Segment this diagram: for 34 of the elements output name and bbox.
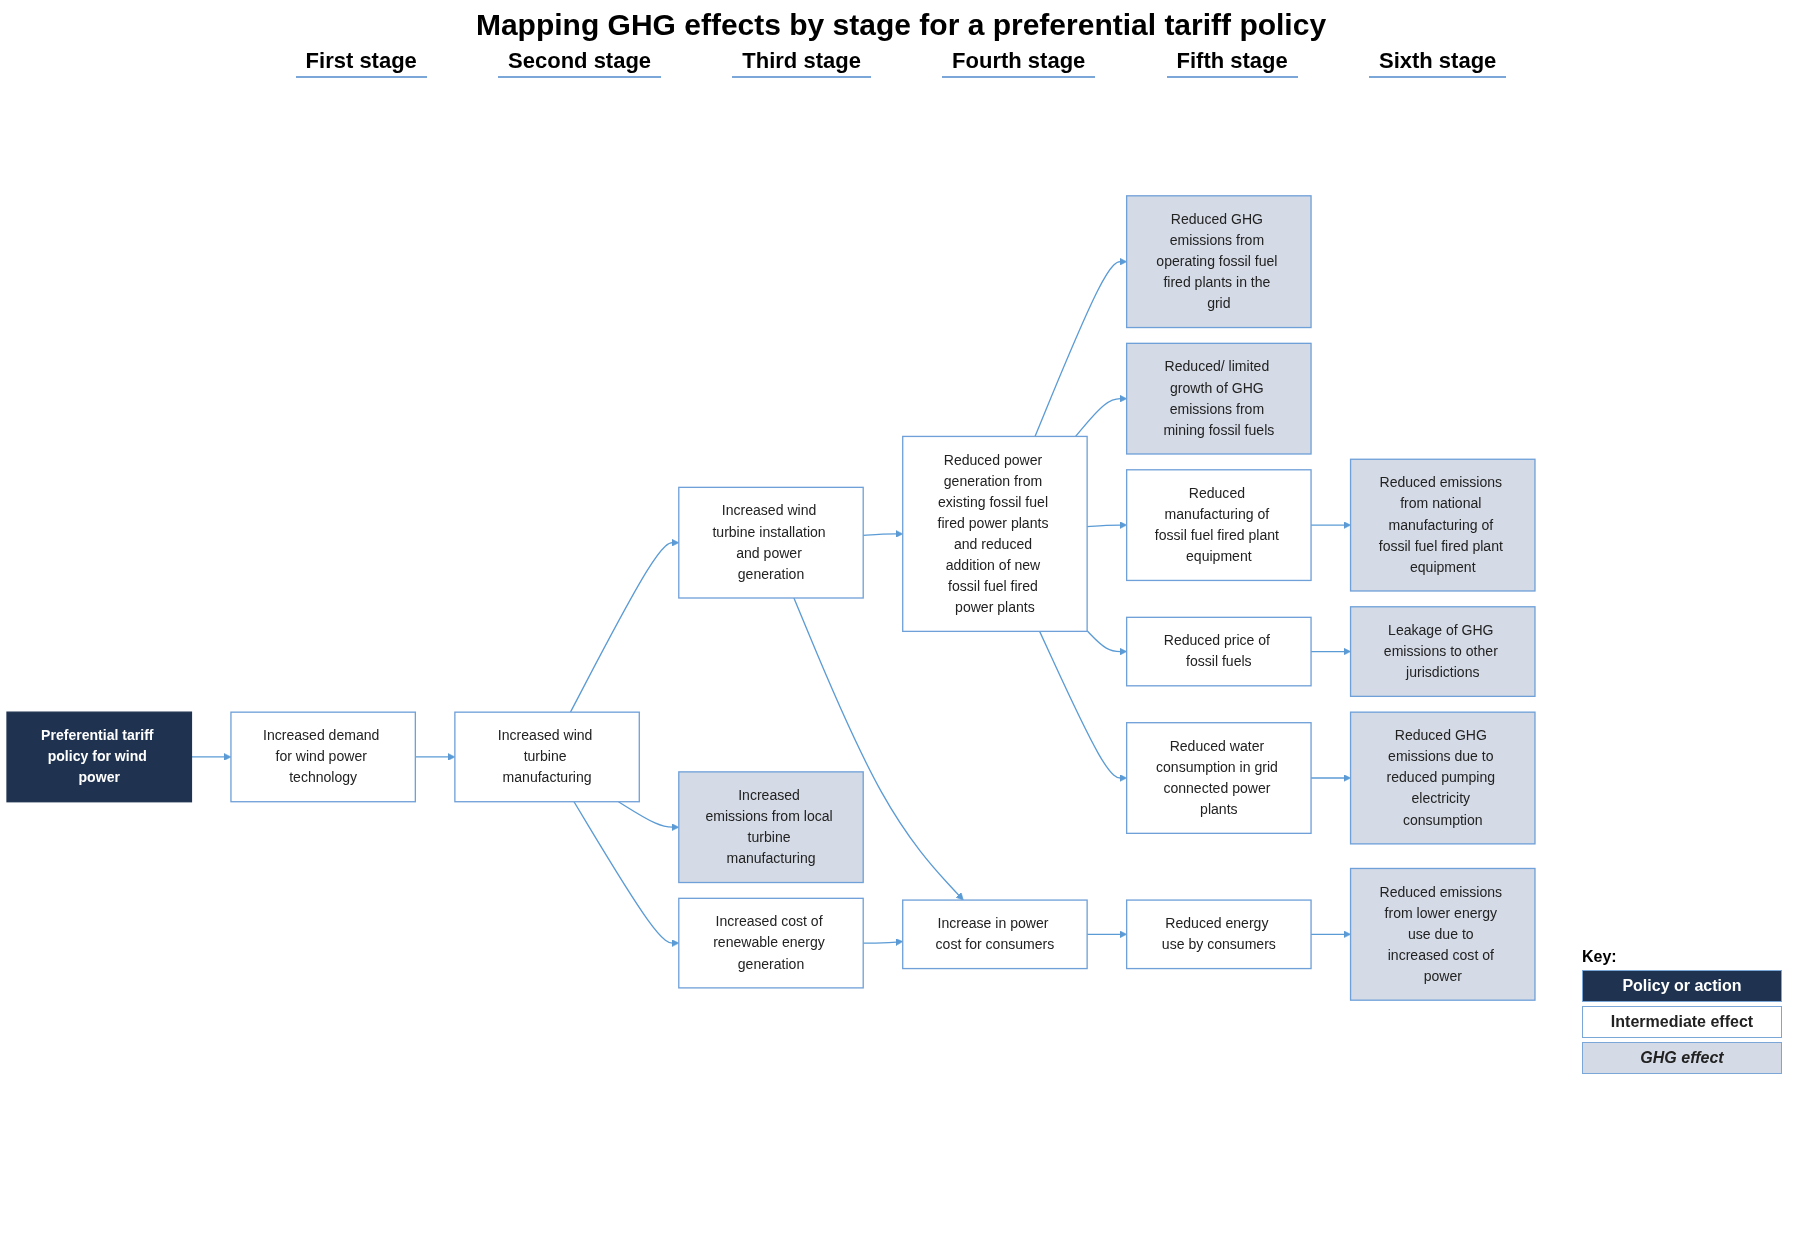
node-box: Leakage of GHG emissions to other jurisdictions bbox=[1349, 606, 1536, 697]
legend-heading: Key: bbox=[1582, 948, 1618, 966]
node-box: Reduced GHG emissions due to reduced pumping electricity consumption bbox=[1349, 711, 1536, 845]
arrow bbox=[793, 597, 964, 901]
arrow bbox=[1038, 630, 1127, 782]
stage-heading: Second stage bbox=[498, 46, 662, 78]
node-box: Increased emissions from local turbine manufacturing bbox=[678, 771, 864, 884]
node-box: Reduced price of fossil fuels bbox=[1126, 616, 1312, 687]
node-box: Preferential tariff policy for wind power bbox=[6, 711, 193, 803]
arrow bbox=[1074, 394, 1127, 438]
node-box: Reduced emissions from lower energy use due to increased cost of power bbox=[1349, 867, 1536, 1001]
arrow bbox=[1086, 630, 1127, 656]
node-box: Reduced manufacturing of fossil fuel fired plant equipment bbox=[1126, 469, 1312, 582]
node-box: Increased cost of renewable energy generation bbox=[678, 897, 864, 989]
legend-entry: GHG effect bbox=[1582, 1042, 1782, 1074]
node-box: Increase in power cost for consumers bbox=[902, 899, 1088, 970]
node-box: Reduced emissions from national manufacturing of fossil fuel fired plant equipment bbox=[1349, 458, 1536, 592]
stage-heading: Fourth stage bbox=[942, 46, 1096, 78]
stage-heading: Third stage bbox=[732, 46, 871, 78]
node-box: Increased demand for wind power technology bbox=[230, 711, 417, 803]
legend-entry: Policy or action bbox=[1582, 970, 1782, 1002]
node-box: Reduced power generation from existing fossil fuel fired power plants and reduced addition of new fossil fuel fired power plants bbox=[902, 435, 1088, 633]
node-box: Reduced water consumption in grid connected power plants bbox=[1126, 722, 1312, 834]
arrow bbox=[1034, 257, 1127, 438]
stage-heading: Fifth stage bbox=[1166, 46, 1298, 78]
stage-heading: Sixth stage bbox=[1368, 46, 1507, 78]
stage-heading: First stage bbox=[295, 46, 427, 78]
node-box: Increased wind turbine manufacturing bbox=[454, 711, 640, 803]
node-box: Reduced GHG emissions from operating fossil fuel fired plants in the grid bbox=[1126, 195, 1312, 329]
node-box: Reduced/ limited growth of GHG emissions from mining fossil fuels bbox=[1126, 342, 1312, 455]
node-box: Reduced energy use by consumers bbox=[1126, 899, 1312, 970]
node-box: Increased wind turbine installation and power generation bbox=[678, 486, 864, 599]
legend-entry: Intermediate effect bbox=[1582, 1006, 1782, 1038]
diagram-title: Mapping GHG effects by stage for a preferential tariff policy bbox=[474, 8, 1328, 42]
